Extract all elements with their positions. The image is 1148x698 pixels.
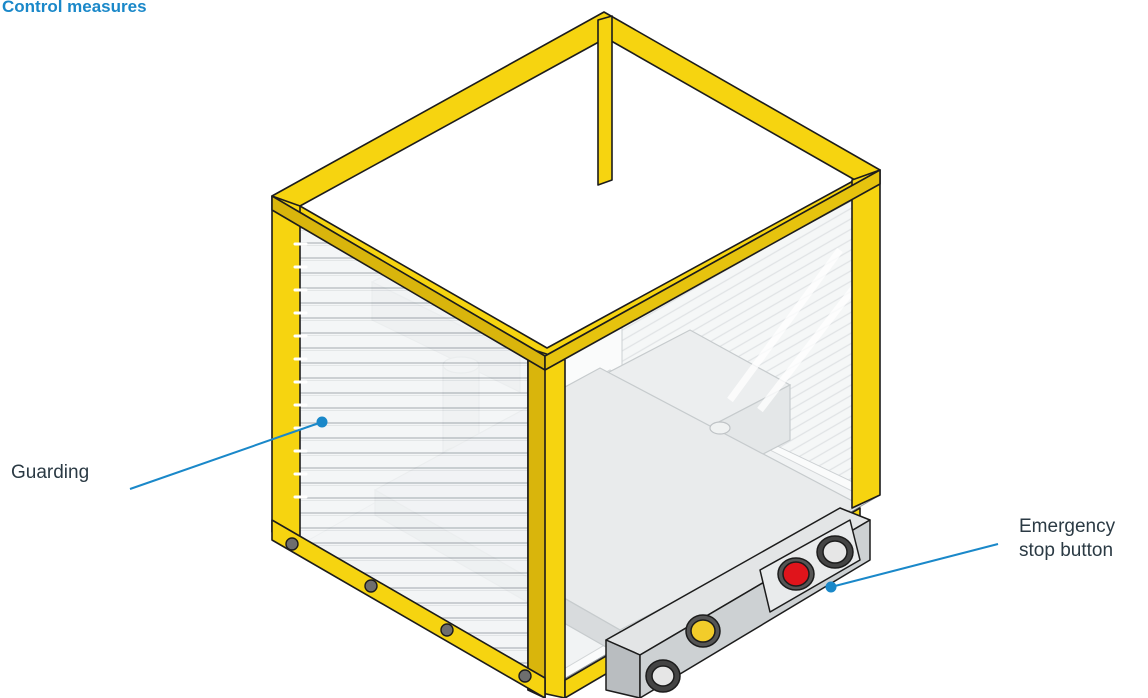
guarding-label: Guarding — [11, 462, 90, 483]
emergency-stop-button — [777, 557, 815, 591]
rail-bolts — [285, 537, 532, 683]
leader-lines — [129, 416, 999, 593]
slat-ends — [293, 68, 634, 499]
emergency-stop-label: Emergency stop button — [1019, 515, 1115, 563]
button-black-left — [645, 659, 681, 693]
emergency-stop-label-line1: Emergency — [1019, 516, 1116, 537]
emergency-stop-label-line2: stop button — [1019, 540, 1114, 561]
estop-leader-line — [830, 543, 999, 588]
button-black-right — [816, 535, 854, 569]
page-title: Control measures — [2, 0, 147, 16]
guarding-leader-line — [129, 421, 323, 490]
button-yellow — [685, 614, 721, 648]
guarding-leader-dot — [316, 416, 328, 428]
estop-leader-dot — [825, 581, 837, 593]
